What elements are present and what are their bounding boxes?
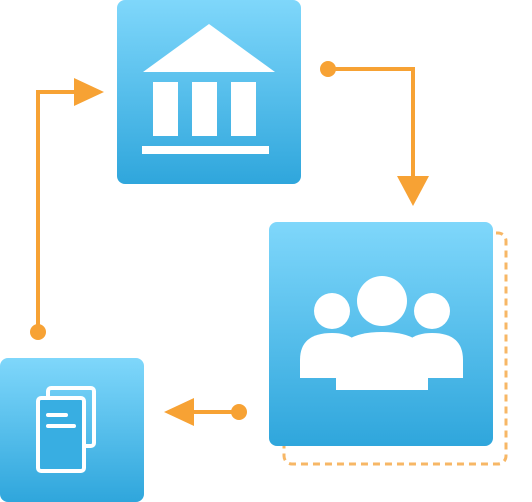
documents-icon [36, 386, 96, 473]
people-node [269, 222, 508, 466]
arrow-line [36, 90, 78, 332]
arrow-head-down [397, 176, 429, 206]
people-group-icon [300, 276, 463, 390]
arrow-head-left [164, 398, 194, 426]
documents-node [0, 358, 144, 502]
arrow-documents-to-bank [30, 78, 104, 340]
arrow-head-right [74, 78, 104, 106]
bank-building-icon [142, 24, 275, 154]
arrow-people-to-documents [164, 398, 247, 426]
arrow-line [328, 67, 415, 180]
bank-node [117, 0, 301, 184]
arrow-bank-to-people [320, 61, 429, 206]
